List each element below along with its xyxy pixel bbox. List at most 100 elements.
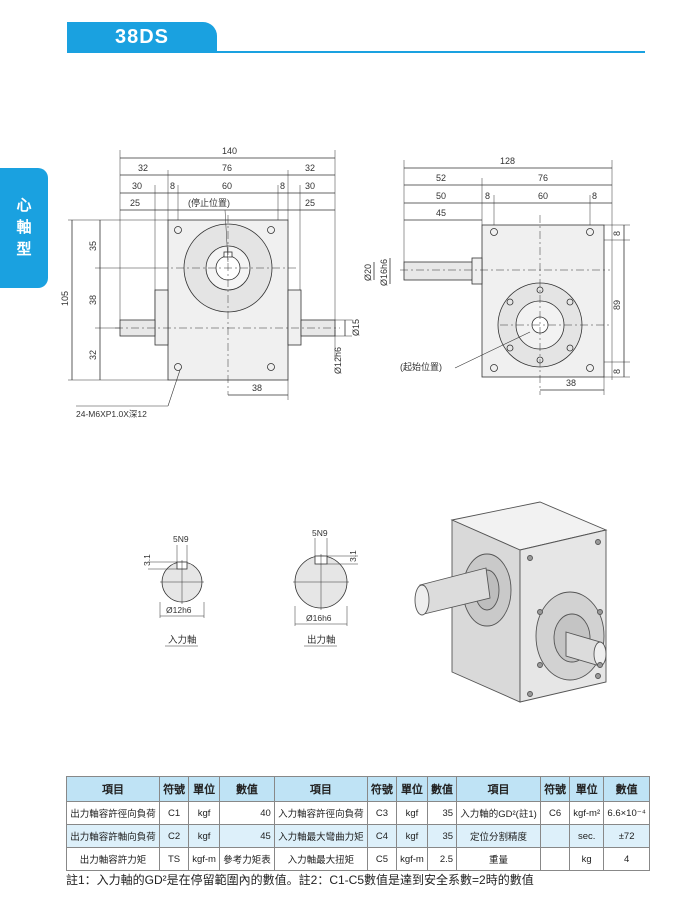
table-cell: 40 [219, 801, 275, 825]
side-view [373, 160, 630, 395]
table-cell: 入力軸最大彎曲力矩 [273, 824, 368, 848]
dim-label: 8 [612, 369, 622, 374]
side-view-labels: 128 52 76 50 8 60 8 45 Ø20 Ø16h6 8 89 8 … [363, 156, 622, 388]
dim-label: 45 [436, 208, 446, 218]
header-rule [67, 51, 645, 53]
dim-label: 35 [88, 241, 98, 251]
model-title: 38DS [114, 25, 170, 48]
dim-label: 8 [485, 191, 490, 201]
dim-label: 25 [130, 198, 140, 208]
dim-label: Ø20 [363, 264, 373, 281]
table-cell: 出力軸容許軸向負荷 [66, 824, 160, 848]
table-cell: C6 [539, 801, 571, 825]
output-shaft-label: 出力軸 [307, 634, 336, 646]
table-cell: 入力軸最大扭矩 [273, 847, 368, 871]
dim-label: 38 [566, 378, 576, 388]
dim-label: 32 [88, 350, 98, 360]
dim-label: 140 [222, 146, 237, 156]
col-header: 項目 [456, 776, 541, 802]
dim-label: 38 [252, 383, 262, 393]
dim-label: 32 [138, 163, 148, 173]
table-cell: kgf [188, 801, 221, 825]
table-cell: 定位分割精度 [456, 824, 541, 848]
col-header: 單位 [395, 776, 428, 802]
col-header: 數值 [603, 776, 650, 802]
table-row: 出力軸容許力矩 TS kgf-m 參考力矩表 入力軸最大扭矩 C5 kgf-m … [66, 847, 650, 871]
dim-label: 8 [170, 181, 175, 191]
table-cell: kgf-m [395, 847, 428, 871]
table-cell: kgf [188, 824, 221, 848]
output-shaft-section [293, 538, 358, 647]
col-header: 單位 [188, 776, 221, 802]
dim-label: 32 [305, 163, 315, 173]
side-tab-char: 型 [16, 241, 32, 258]
table-cell [539, 847, 571, 871]
table-cell: C3 [366, 801, 397, 825]
dim-label: 60 [538, 191, 548, 201]
table-cell: 入力軸的GD²(註1) [456, 801, 541, 825]
table-cell: 45 [219, 824, 275, 848]
table-cell: kgf-m [188, 847, 221, 871]
dim-label: 25 [305, 198, 315, 208]
table-cell: kg [569, 847, 605, 871]
table-cell: 2.5 [426, 847, 458, 871]
table-cell: sec. [569, 824, 605, 848]
shaft-diameter-label: Ø16h6 [306, 613, 332, 623]
dim-label: Ø16h6 [379, 259, 389, 286]
dim-label: 38 [88, 295, 98, 305]
col-header: 符號 [539, 776, 571, 802]
dim-label: 8 [280, 181, 285, 191]
table-cell [539, 824, 571, 848]
input-shaft-label: 入力軸 [168, 634, 197, 646]
table-row: 出力軸容許徑向負荷 C1 kgf 40 入力軸容許徑向負荷 C3 kgf 35 … [66, 801, 650, 825]
input-shaft-section [148, 545, 205, 647]
side-tab-char: 軸 [16, 219, 32, 236]
model-title-tab: 38DS [67, 22, 217, 52]
dim-label: 52 [436, 173, 446, 183]
keyway-depth-label: 3.1 [142, 554, 152, 566]
table-header-row: 項目 符號 單位 數值 項目 符號 單位 數值 項目 符號 單位 數值 [66, 776, 650, 802]
keyway-depth-label: 3.1 [348, 550, 358, 562]
table-row: 出力軸容許軸向負荷 C2 kgf 45 入力軸最大彎曲力矩 C4 kgf 35 … [66, 824, 650, 848]
table-cell: 6.6×10⁻⁴ [603, 801, 650, 825]
shaft-diameter-label: Ø12h6 [166, 605, 192, 615]
dim-label: 30 [305, 181, 315, 191]
table-cell: C2 [158, 824, 190, 848]
table-cell: C5 [366, 847, 397, 871]
col-header: 項目 [66, 776, 160, 802]
stop-position-label: (停止位置) [188, 197, 230, 208]
dim-label: 50 [436, 191, 446, 201]
table-cell: 出力軸容許徑向負荷 [66, 801, 160, 825]
dim-label: Ø12h6 [333, 347, 343, 374]
dim-label: 8 [612, 231, 622, 236]
table-cell: 出力軸容許力矩 [66, 847, 160, 871]
dim-label: 76 [222, 163, 232, 173]
dim-label: 76 [538, 173, 548, 183]
col-header: 單位 [569, 776, 605, 802]
dim-label: 8 [592, 191, 597, 201]
front-view-labels: 140 32 76 32 30 8 60 8 30 25 25 (停止位置) 1… [60, 146, 361, 419]
dim-label: 30 [132, 181, 142, 191]
table-cell: TS [158, 847, 190, 871]
dim-label: 128 [500, 156, 515, 166]
table-cell: 35 [426, 801, 458, 825]
col-header: 項目 [273, 776, 368, 802]
category-side-tab: 心 軸 型 [0, 168, 48, 288]
col-header: 數值 [219, 776, 275, 802]
dim-label: 89 [612, 300, 622, 310]
start-position-label: (起始位置) [400, 361, 442, 372]
table-cell: ±72 [603, 824, 650, 848]
front-view [68, 150, 352, 407]
col-header: 數值 [426, 776, 458, 802]
table-cell: C1 [158, 801, 190, 825]
dim-label: 105 [60, 291, 70, 306]
footnote: 註1：入力軸的GD²是在停留範圍內的數值。註2：C1-C5數值是達到安全系數=2… [66, 873, 534, 887]
table-cell: C4 [366, 824, 397, 848]
table-cell: 入力軸容許徑向負荷 [273, 801, 368, 825]
table-cell: kgf [395, 824, 428, 848]
tapped-hole-callout: 24-M6XP1.0X深12 [76, 409, 147, 419]
dim-label: 60 [222, 181, 232, 191]
table-cell: kgf [395, 801, 428, 825]
side-tab-char: 心 [16, 197, 32, 214]
